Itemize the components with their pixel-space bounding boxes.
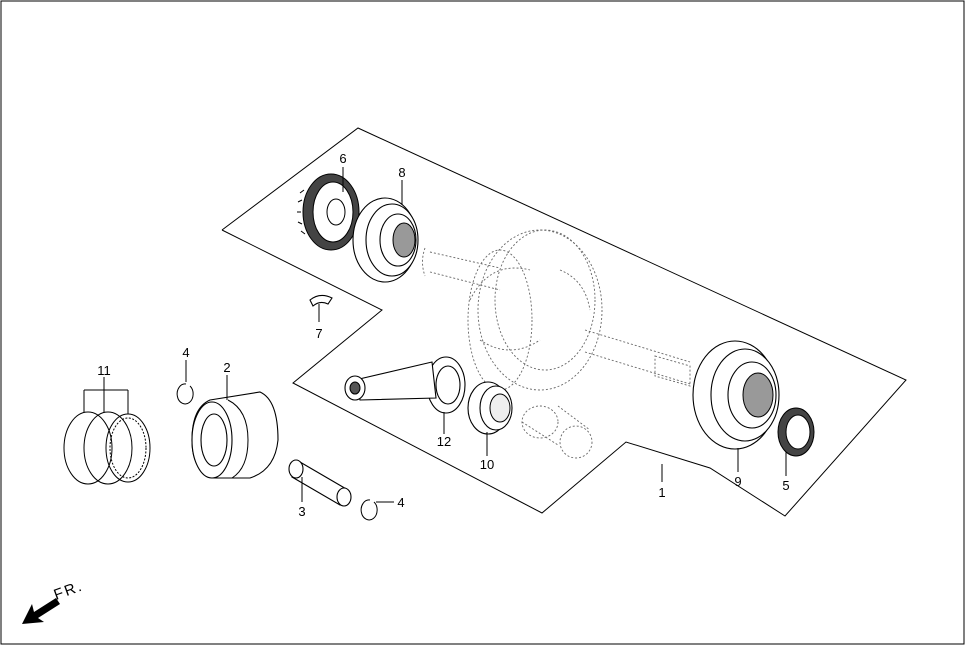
leader-11 [83,377,129,414]
front-direction-label: FR. [52,577,86,603]
callout-4a: 4 [182,345,189,360]
callout-8: 8 [398,165,405,180]
circlip-lower [360,499,378,521]
callout-3: 3 [298,504,305,519]
piston-rings [63,411,151,485]
front-arrow-icon [22,598,60,624]
needle-bearing [467,381,513,435]
piston [191,391,279,479]
crank-pin [521,405,593,459]
front-direction-indicator: FR. [22,577,86,624]
sprocket-right [777,407,815,457]
callout-4b: 4 [397,495,404,510]
connecting-rod [344,356,466,414]
piston-pin [288,459,352,507]
crankshaft [422,229,691,391]
sprocket-gear [297,173,360,251]
bearing-right [692,340,780,450]
woodruff-key [309,294,333,307]
callout-11: 11 [97,363,111,378]
callout-1: 1 [658,485,665,500]
callout-6: 6 [339,151,346,166]
callout-5: 5 [782,478,789,493]
callout-7: 7 [315,326,322,341]
circlip-upper [176,383,194,405]
callout-12: 12 [437,434,451,449]
bearing-left [352,197,419,283]
callout-2: 2 [223,360,230,375]
callout-10: 10 [480,457,494,472]
callout-9: 9 [734,474,741,489]
assembly-boundary [221,127,907,517]
